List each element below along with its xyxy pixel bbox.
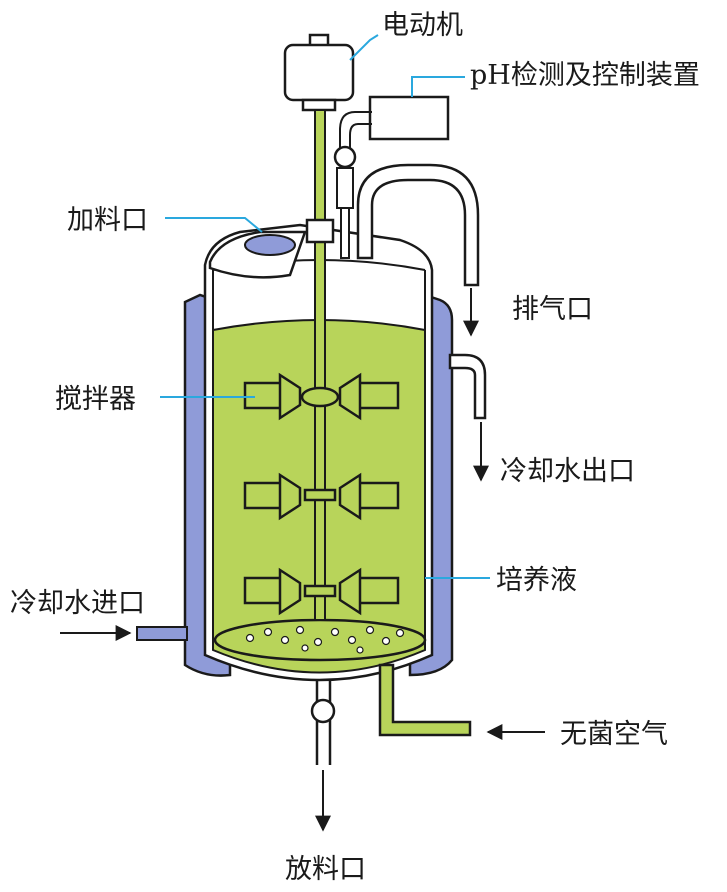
drain-valve	[310, 698, 336, 724]
ph-probe-tip	[340, 207, 350, 259]
ph-probe-body	[336, 167, 354, 209]
label-feed-port: 加料口	[67, 205, 148, 236]
label-discharge-port: 放料口	[285, 854, 366, 885]
air-bubbles	[245, 625, 405, 654]
agitator-impeller-bottom	[243, 567, 400, 616]
label-exhaust-port: 排气口	[512, 294, 593, 325]
leader-feed-port	[165, 217, 263, 233]
ph-cable	[339, 111, 372, 150]
motor-base	[301, 98, 337, 112]
leader-ph	[411, 76, 465, 97]
label-motor: 电动机	[382, 10, 463, 41]
ph-control-device	[368, 95, 450, 141]
label-ph-device: pH检测及控制装置	[470, 60, 700, 91]
air-inlet-pipe	[378, 663, 472, 737]
cooling-outlet-pipe	[448, 353, 487, 420]
exhaust-pipe	[356, 163, 480, 287]
label-cooling-water-inlet: 冷却水进口	[10, 588, 145, 619]
agitator-impeller-top	[243, 372, 400, 421]
ph-probe-bulb	[333, 145, 357, 169]
label-cooling-water-outlet: 冷却水出口	[500, 456, 635, 487]
cooling-inlet-pipe	[136, 626, 188, 641]
label-sterile-air: 无菌空气	[560, 719, 668, 750]
motor-body	[283, 43, 355, 102]
shaft-seal	[305, 218, 335, 244]
label-agitator: 搅拌器	[55, 384, 136, 415]
agitator-impeller-middle	[243, 472, 400, 521]
agitator-shaft	[314, 109, 326, 621]
label-culture-medium: 培养液	[496, 565, 577, 596]
feed-port-opening	[244, 234, 296, 256]
leader-motor	[349, 34, 379, 61]
